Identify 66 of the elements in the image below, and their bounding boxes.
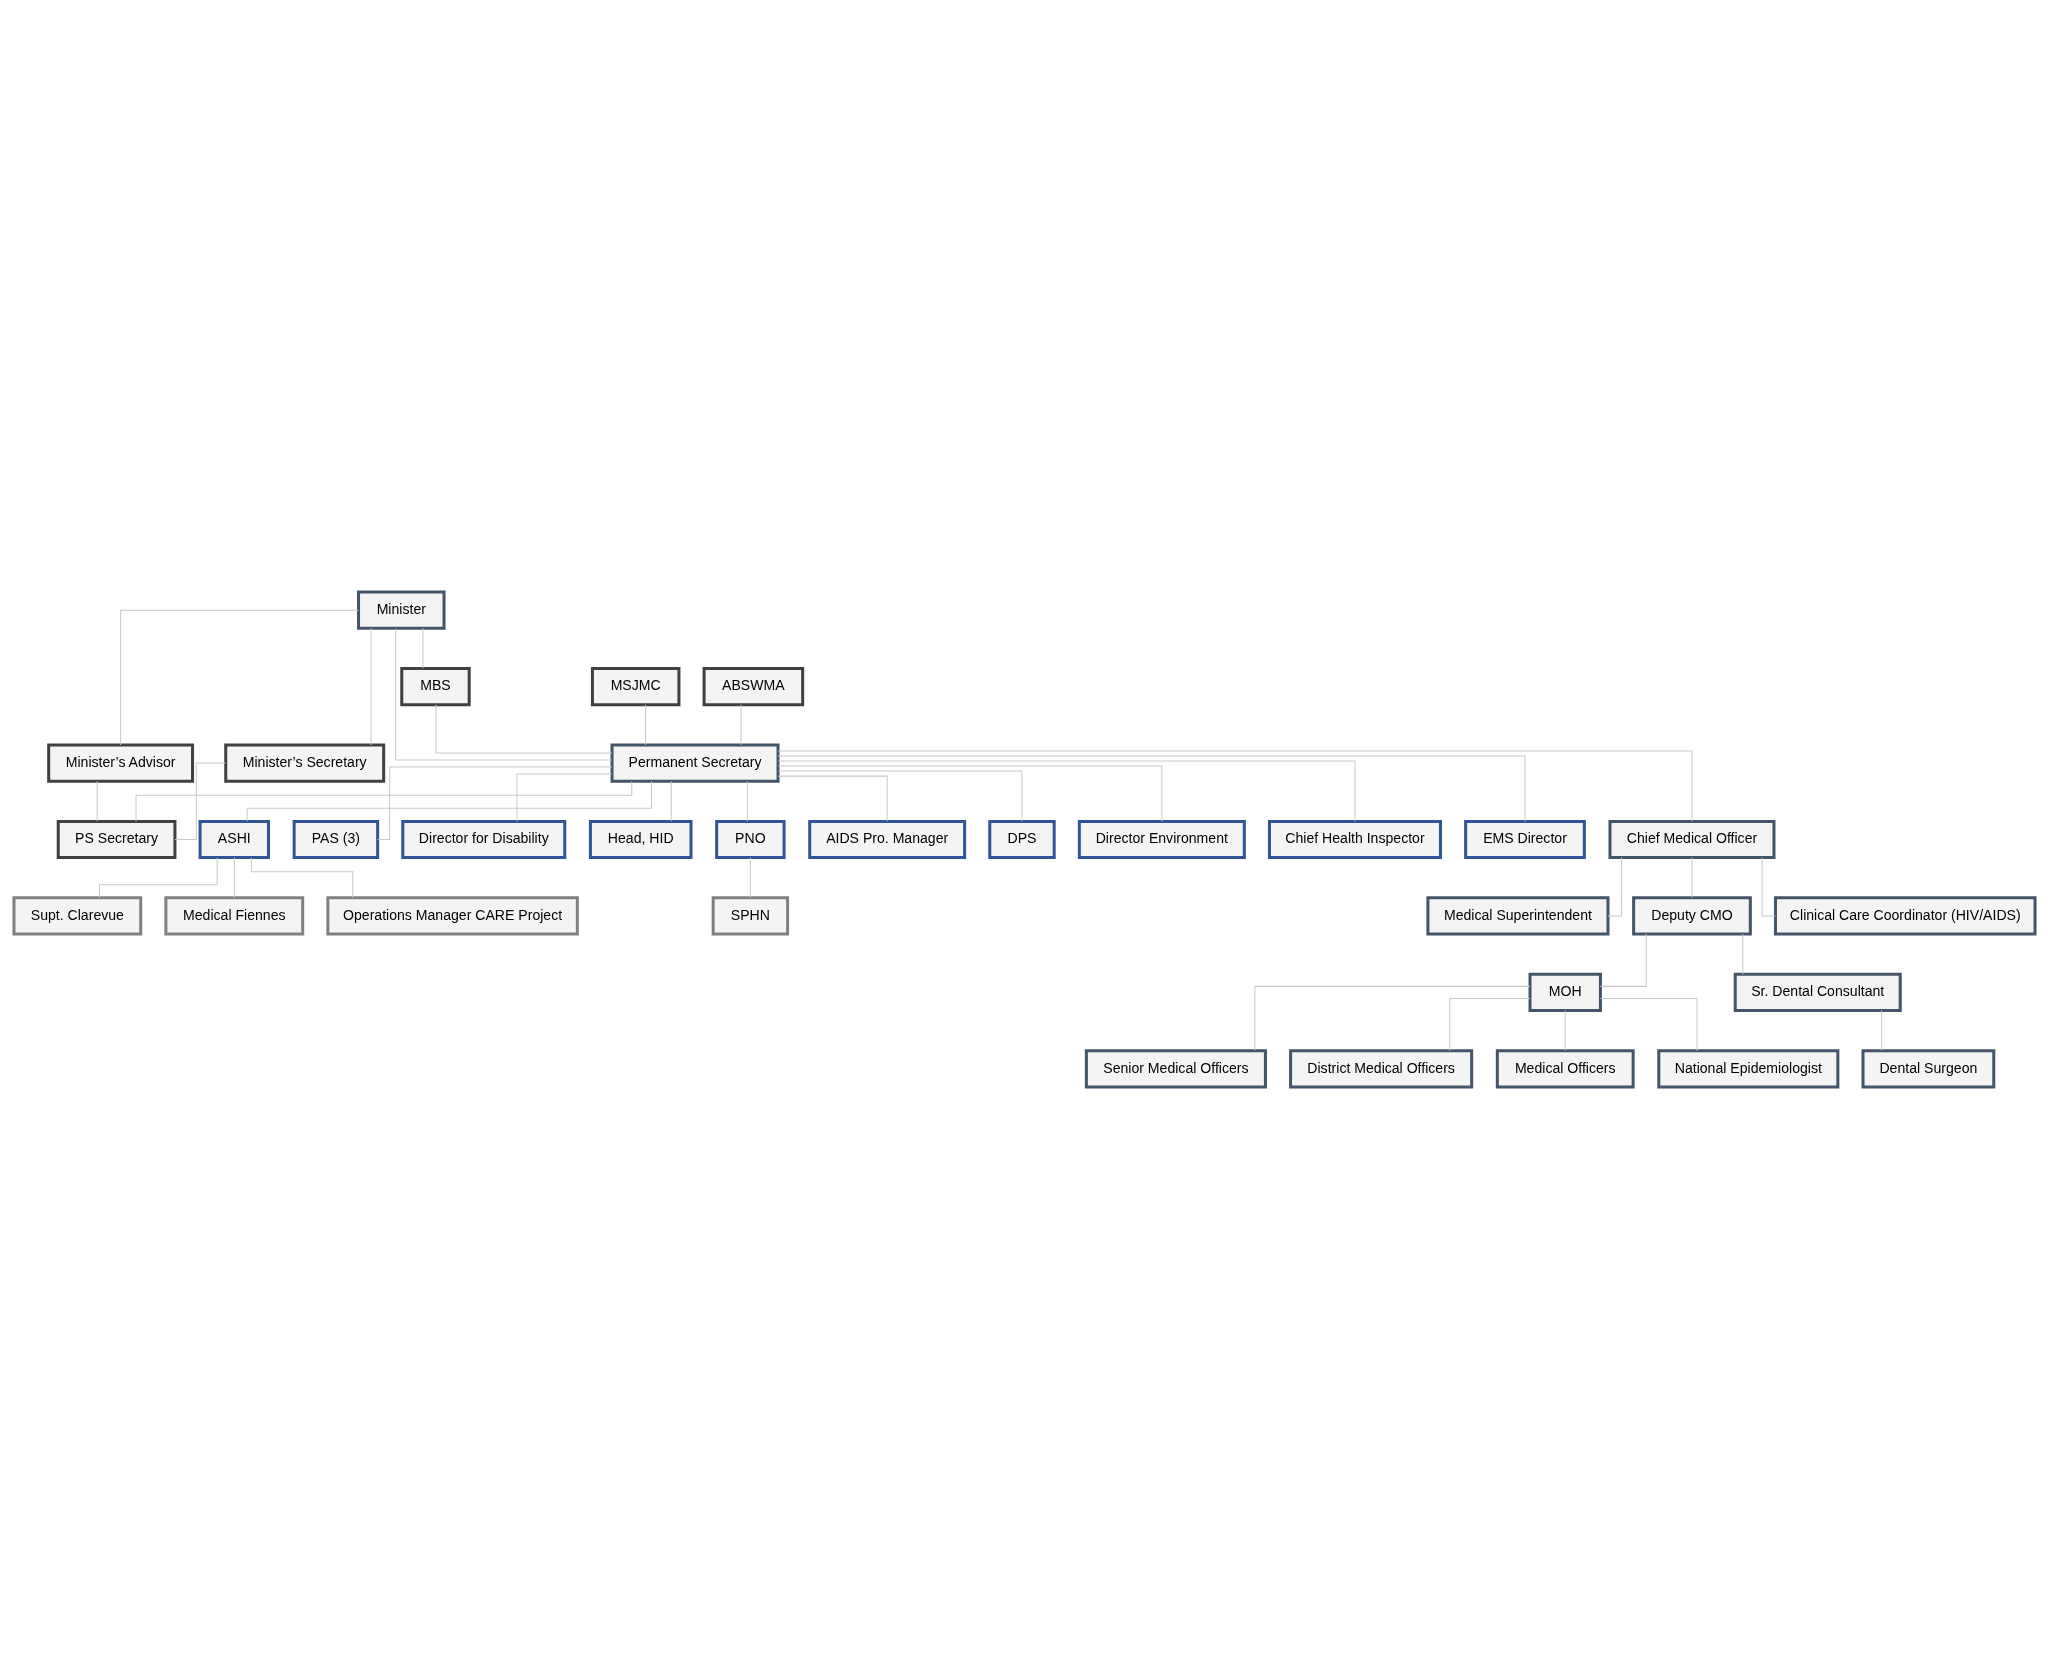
node-box: ABSWMA xyxy=(702,666,804,706)
node-box: Deputy CMO xyxy=(1631,895,1752,936)
connector xyxy=(435,703,612,753)
node-box: MSJMC xyxy=(590,666,680,706)
connector xyxy=(749,856,751,898)
connector xyxy=(119,609,359,745)
node-box: PNO xyxy=(714,819,786,859)
node-box: Senior Medical Officers xyxy=(1084,1048,1267,1088)
node-box: Clinical Care Coordinator (HIV/AIDS) xyxy=(1773,895,2037,936)
node-box: District Medical Officers xyxy=(1288,1048,1473,1088)
node-box: Medical Officers xyxy=(1495,1048,1635,1088)
node-box: PAS (3) xyxy=(292,819,379,859)
connector xyxy=(173,762,226,840)
node-box: ASHI xyxy=(198,819,270,859)
connector xyxy=(96,780,98,822)
node-box: Director for Disability xyxy=(400,819,566,859)
node-box: Minister xyxy=(356,590,446,630)
node-box: Medical Superintendent xyxy=(1425,895,1609,936)
connector xyxy=(394,627,612,761)
connector xyxy=(1599,997,1697,1051)
node-box: SPHN xyxy=(711,895,789,936)
node-box: Director Environment xyxy=(1077,819,1246,859)
node-box: Medical Fiennes xyxy=(163,895,304,936)
connector xyxy=(1607,856,1622,916)
node-box: EMS Director xyxy=(1463,819,1586,859)
node-box: National Epidemiologist xyxy=(1656,1048,1839,1088)
node-box: Chief Health Inspector xyxy=(1267,819,1442,859)
connector xyxy=(777,749,1692,822)
connector xyxy=(1564,1009,1566,1051)
connector xyxy=(777,765,1162,822)
node-box: Operations Manager CARE Project xyxy=(325,895,579,936)
connector xyxy=(777,775,888,822)
connector xyxy=(246,780,652,822)
connector xyxy=(746,780,748,822)
connector xyxy=(1741,933,1743,975)
node-box: Permanent Secretary xyxy=(610,742,780,783)
connector xyxy=(233,856,235,898)
connector xyxy=(777,770,1022,822)
connector xyxy=(777,755,1525,822)
connector xyxy=(1448,997,1530,1051)
connector xyxy=(644,703,646,745)
connector xyxy=(421,627,423,669)
node-box: Supt. Clarevue xyxy=(11,895,142,936)
connector xyxy=(98,856,218,898)
node-box: Minister’s Advisor xyxy=(46,742,194,783)
connector xyxy=(1880,1009,1882,1051)
connector xyxy=(515,773,612,822)
node-box: Chief Medical Officer xyxy=(1608,819,1775,859)
node-box: Head, HID xyxy=(588,819,692,859)
node-box: MOH xyxy=(1528,972,1602,1012)
node-box: PS Secretary xyxy=(56,819,176,859)
connector xyxy=(250,856,353,898)
node-box: AIDS Pro. Manager xyxy=(807,819,966,859)
node-box: MBS xyxy=(399,666,471,706)
connector xyxy=(1761,856,1776,916)
connector xyxy=(1599,933,1647,987)
node-box: DPS xyxy=(987,819,1056,859)
node-box: Dental Surgeon xyxy=(1861,1048,1995,1088)
connector xyxy=(777,760,1355,822)
connector xyxy=(670,780,672,822)
connector xyxy=(370,627,372,745)
connector xyxy=(376,766,612,840)
connector xyxy=(1253,985,1530,1051)
connector xyxy=(135,780,632,822)
node-box: Minister’s Secretary xyxy=(223,742,385,783)
node-box: Sr. Dental Consultant xyxy=(1733,972,1902,1012)
